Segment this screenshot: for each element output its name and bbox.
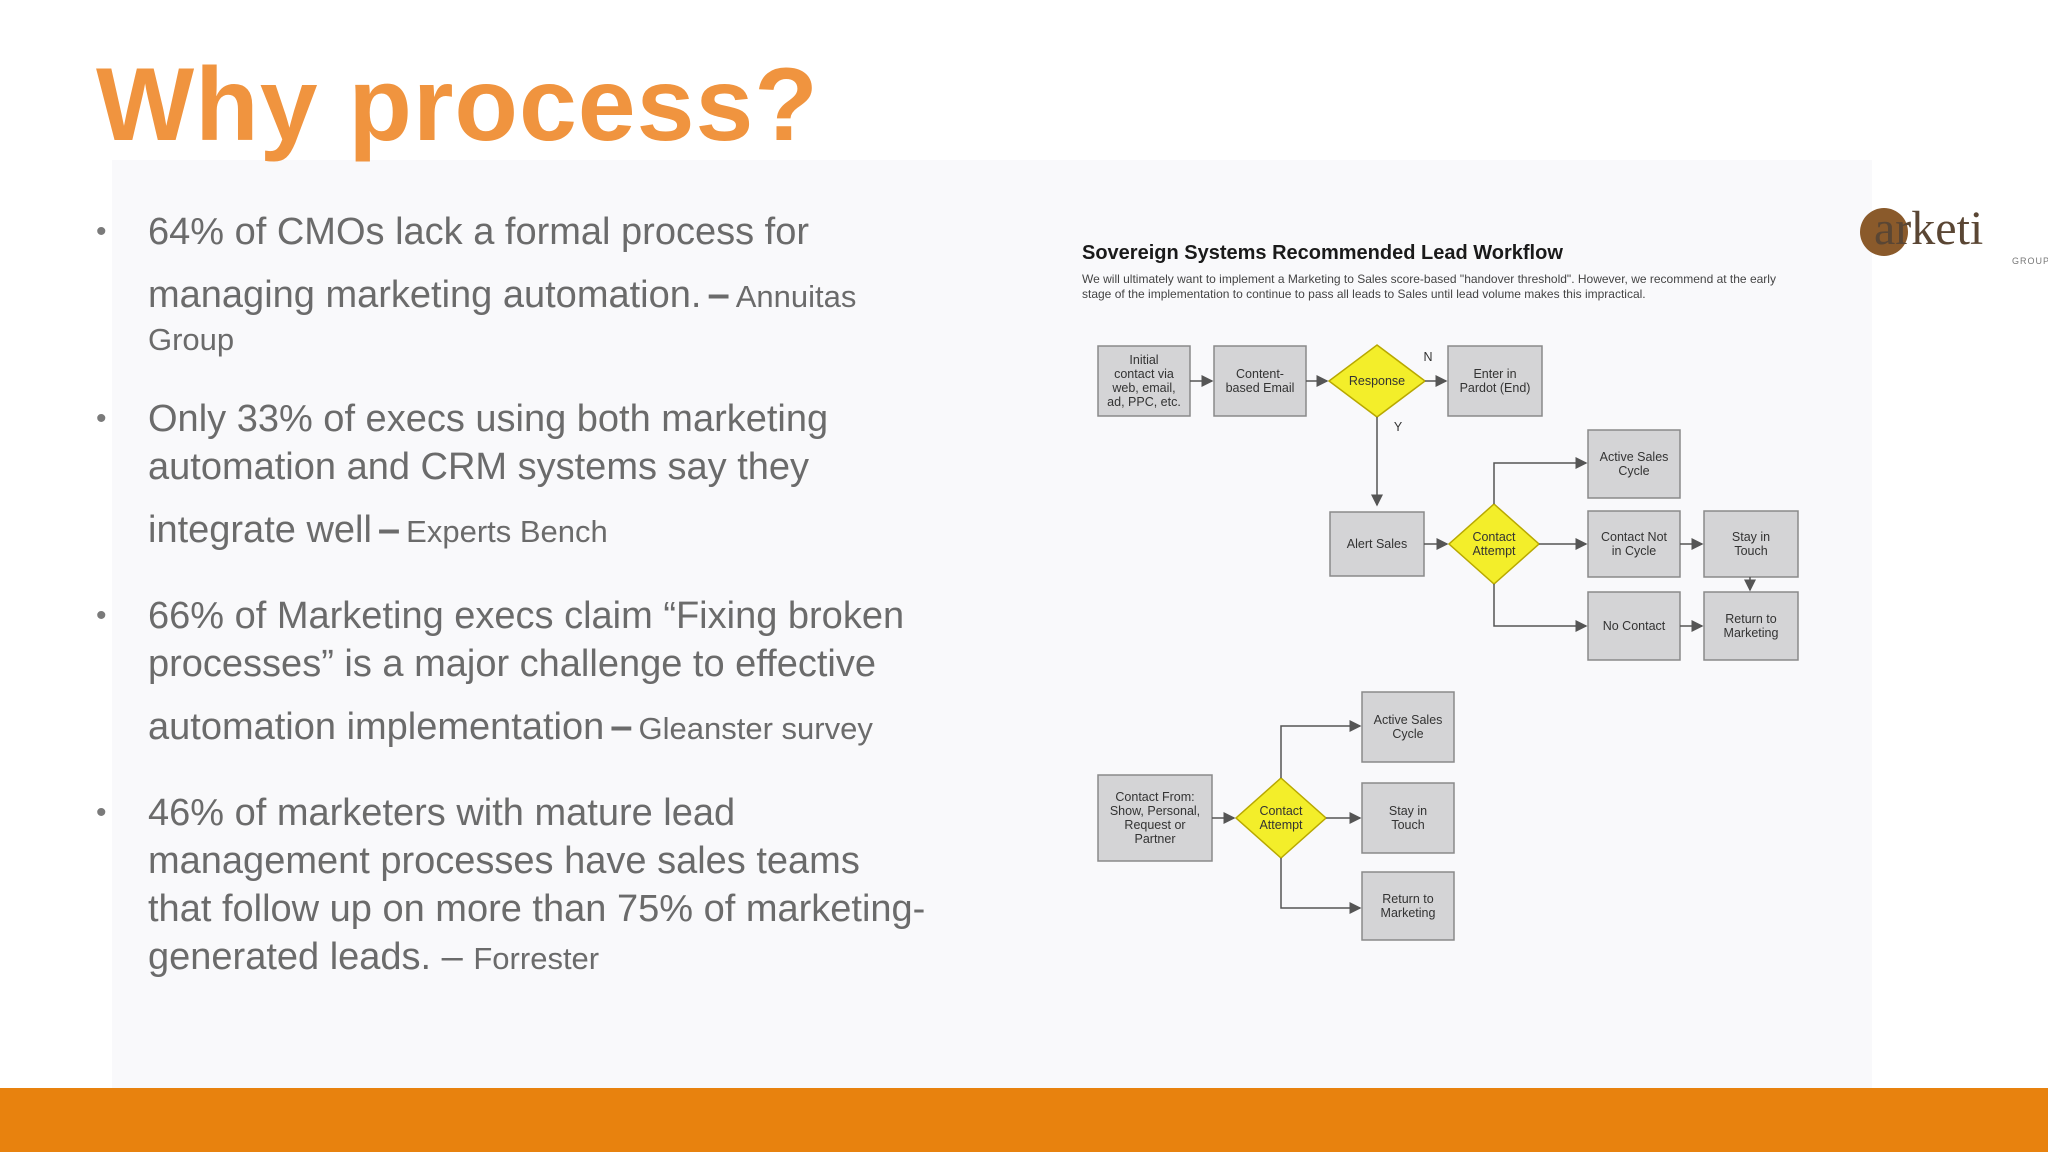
workflow-box-contact_from-label: Partner (1135, 832, 1176, 846)
workflow-box-return_marketing_2-label: Marketing (1381, 906, 1436, 920)
workflow-box-stay_in_touch_2-label: Stay in (1389, 804, 1427, 818)
dash-glyph: – (610, 704, 633, 748)
workflow-box-enter_pardot (1447, 345, 1543, 417)
workflow-box-return_marketing_2 (1361, 871, 1455, 941)
workflow-box-stay_in_touch_2 (1361, 782, 1455, 854)
logo-subtext: GROUP (2012, 256, 2048, 266)
logo-circle-icon (1860, 208, 1908, 256)
bullet-text-line: automation and CRM systems say they (148, 446, 810, 488)
bullet-text-line: generated leads. – Forrester (148, 933, 976, 983)
workflow-box-content_email (1213, 345, 1307, 417)
workflow-box-initial_contact-label: Initial (1129, 353, 1158, 367)
workflow-box-contact_not_in_cycle (1587, 510, 1681, 578)
workflow-box-active_sales_1-label: Active Sales (1600, 450, 1669, 464)
arketi-logo: arketi GROUP (1860, 200, 2048, 266)
bullet-text: managing marketing automation. (148, 274, 702, 316)
workflow-box-initial_contact-label: ad, PPC, etc. (1107, 395, 1181, 409)
workflow-box-return_marketing_1-label: Return to (1725, 612, 1776, 626)
bullet-source: Annuitas (735, 279, 857, 314)
workflow-box-initial_contact (1097, 345, 1191, 417)
workflow-box-active_sales_1 (1587, 429, 1681, 499)
workflow-diamond-contact_attempt_1-label: Attempt (1472, 544, 1516, 558)
workflow-box-contact_from-label: Request or (1124, 818, 1185, 832)
bullet-item-marketing-execs: • 66% of Marketing execs claim “Fixing b… (96, 592, 976, 753)
bullet-text-line: management processes have sales teams (148, 840, 860, 882)
workflow-diamond-contact_attempt_1-label: Contact (1472, 530, 1516, 544)
branch-label-yes: Y (1394, 420, 1403, 434)
workflow-box-contact_from-label: Contact From: (1115, 790, 1194, 804)
bullet-text-line: automation implementation–Gleanster surv… (148, 702, 976, 753)
bullet-source: Forrester (473, 941, 600, 976)
bullet-text-line: 64% of CMOs lack a formal process for (148, 211, 809, 253)
footer-bar (0, 1088, 2048, 1152)
workflow-box-active_sales_2 (1361, 691, 1455, 763)
bullet-item-marketers: • 46% of marketers with mature lead mana… (96, 789, 976, 983)
workflow-box-content_email-label: based Email (1226, 381, 1295, 395)
bullet-text-line: Only 33% of execs using both marketing (148, 398, 829, 440)
workflow-diamond-contact_attempt_2-label: Contact (1259, 804, 1303, 818)
bullet-item-execs: • Only 33% of execs using both marketing… (96, 395, 976, 556)
bullet-item-cmos: • 64% of CMOs lack a formal process for … (96, 208, 976, 359)
workflow-box-contact_not_in_cycle-label: in Cycle (1612, 544, 1657, 558)
workflow-box-contact_not_in_cycle-label: Contact Not (1601, 530, 1668, 544)
bullet-source: Gleanster survey (638, 711, 873, 746)
bullet-source: Experts Bench (406, 514, 608, 549)
workflow-box-initial_contact-label: contact via (1114, 367, 1174, 381)
bullet-text-line: that follow up on more than 75% of marke… (148, 888, 926, 930)
workflow-description: We will ultimately want to implement a M… (1082, 272, 1776, 301)
branch-label-no: N (1423, 350, 1432, 364)
workflow-box-initial_contact-label: web, email, (1111, 381, 1175, 395)
workflow-diamond-contact_attempt_2-label: Attempt (1259, 818, 1303, 832)
workflow-box-contact_from (1097, 774, 1213, 862)
workflow-box-stay_in_touch_1-label: Touch (1734, 544, 1767, 558)
workflow-diamond-response-label: Response (1349, 374, 1405, 388)
slide-title: Why process? (96, 47, 819, 163)
workflow-box-return_marketing_1-label: Marketing (1724, 626, 1779, 640)
workflow-connector (1280, 858, 1362, 914)
workflow-box-contact_from-label: Show, Personal, (1110, 804, 1200, 818)
workflow-box-stay_in_touch_1 (1703, 510, 1799, 578)
workflow-box-stay_in_touch_2-label: Touch (1391, 818, 1424, 832)
bullet-dot-icon: • (96, 796, 107, 829)
workflow-box-no_contact (1587, 591, 1681, 661)
workflow-box-no_contact-label: No Contact (1603, 619, 1666, 633)
bullet-text-line: 66% of Marketing execs claim “Fixing bro… (148, 595, 905, 637)
workflow-box-enter_pardot-label: Pardot (End) (1460, 381, 1531, 395)
bullet-dot-icon: • (96, 402, 107, 435)
bullet-text: generated leads. – (148, 936, 463, 978)
workflow-box-alert_sales (1329, 511, 1425, 577)
bullet-text-line: integrate well–Experts Bench (148, 505, 976, 556)
workflow-connector (1493, 584, 1588, 632)
dash-glyph: – (377, 507, 401, 551)
workflow-box-content_email-label: Content- (1236, 367, 1284, 381)
logo-wordmark: arketi (1874, 202, 1984, 255)
workflow-box-stay_in_touch_1-label: Stay in (1732, 530, 1770, 544)
workflow-box-alert_sales-label: Alert Sales (1347, 537, 1407, 551)
dash-glyph: – (707, 272, 730, 316)
workflow-box-enter_pardot-label: Enter in (1473, 367, 1516, 381)
bullet-text: automation implementation (148, 706, 605, 748)
bullet-dot-icon: • (96, 215, 107, 248)
bullet-text-line: processes” is a major challenge to effec… (148, 643, 876, 685)
bullet-source-continued: Group (148, 322, 235, 357)
workflow-title: Sovereign Systems Recommended Lead Workf… (1082, 242, 1563, 264)
workflow-box-return_marketing_2-label: Return to (1382, 892, 1433, 906)
bullet-list: • 64% of CMOs lack a formal process for … (96, 208, 976, 1019)
workflow-connector (1280, 720, 1362, 778)
bullet-dot-icon: • (96, 599, 107, 632)
workflow-box-active_sales_2-label: Active Sales (1374, 713, 1443, 727)
bullet-text-line: managing marketing automation.–Annuitas (148, 270, 976, 321)
workflow-box-return_marketing_1 (1703, 591, 1799, 661)
bullet-text-line: 46% of marketers with mature lead (148, 792, 736, 834)
workflow-connector (1493, 457, 1588, 504)
workflow-box-active_sales_1-label: Cycle (1618, 464, 1649, 478)
bullet-text: integrate well (148, 509, 372, 551)
workflow-box-active_sales_2-label: Cycle (1392, 727, 1423, 741)
